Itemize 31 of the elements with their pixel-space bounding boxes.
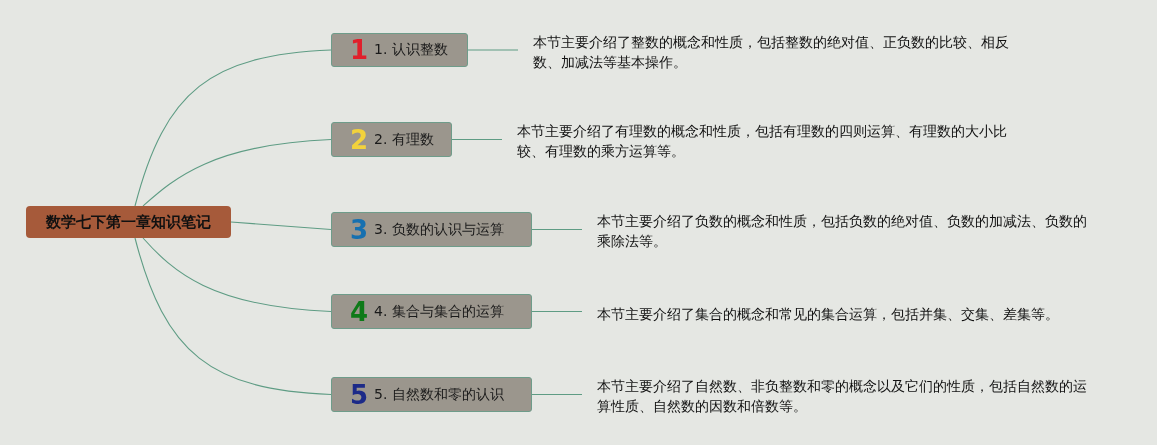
number-label: 4 xyxy=(350,298,369,325)
topic-box xyxy=(331,377,532,412)
connector-line xyxy=(531,393,583,396)
connector-line xyxy=(451,138,503,141)
description-text: 本节主要介绍了整数的概念和性质，包括整数的绝对值、正负数的比较、相反数、加减法等基本操作。 xyxy=(533,32,1020,72)
description-text: 本节主要介绍了有理数的概念和性质，包括有理数的四则运算、有理数的大小比较、有理数的乘方运算等。 xyxy=(517,121,1014,161)
description-text: 本节主要介绍了负数的概念和性质，包括负数的绝对值、负数的加减法、负数的乘除法等。 xyxy=(597,211,1094,251)
topic-box xyxy=(331,33,468,67)
description-text: 本节主要介绍了自然数、非负整数和零的概念以及它们的性质，包括自然数的运算性质、自然数的因数和倍数等。 xyxy=(597,376,1094,416)
root-topic-box: 数学七下第一章知识笔记 xyxy=(26,206,231,238)
connector-line xyxy=(142,138,332,207)
description-text: 本节主要介绍了集合的概念和常见的集合运算，包括并集、交集、差集等。 xyxy=(597,304,1094,324)
connector-line xyxy=(134,49,332,207)
number-label: 5 xyxy=(350,381,369,408)
topic-label: 5. 自然数和零的认识 xyxy=(374,385,504,404)
number-label: 1 xyxy=(350,37,369,63)
number-label: 2 xyxy=(350,126,369,153)
number-label: 3 xyxy=(350,216,369,243)
connector-line xyxy=(230,221,332,231)
topic-label: 3. 负数的认识与运算 xyxy=(374,220,504,239)
topic-box xyxy=(331,212,532,247)
topic-box xyxy=(331,122,452,157)
topic-box xyxy=(331,294,532,329)
connector-line xyxy=(531,228,583,231)
topic-label: 2. 有理数 xyxy=(374,130,434,149)
connector-line xyxy=(134,237,332,396)
connector-line xyxy=(531,310,583,313)
topic-label: 1. 认识整数 xyxy=(374,41,448,59)
connector-line xyxy=(467,49,519,51)
topic-label: 4. 集合与集合的运算 xyxy=(374,302,504,321)
connector-line xyxy=(142,237,332,313)
